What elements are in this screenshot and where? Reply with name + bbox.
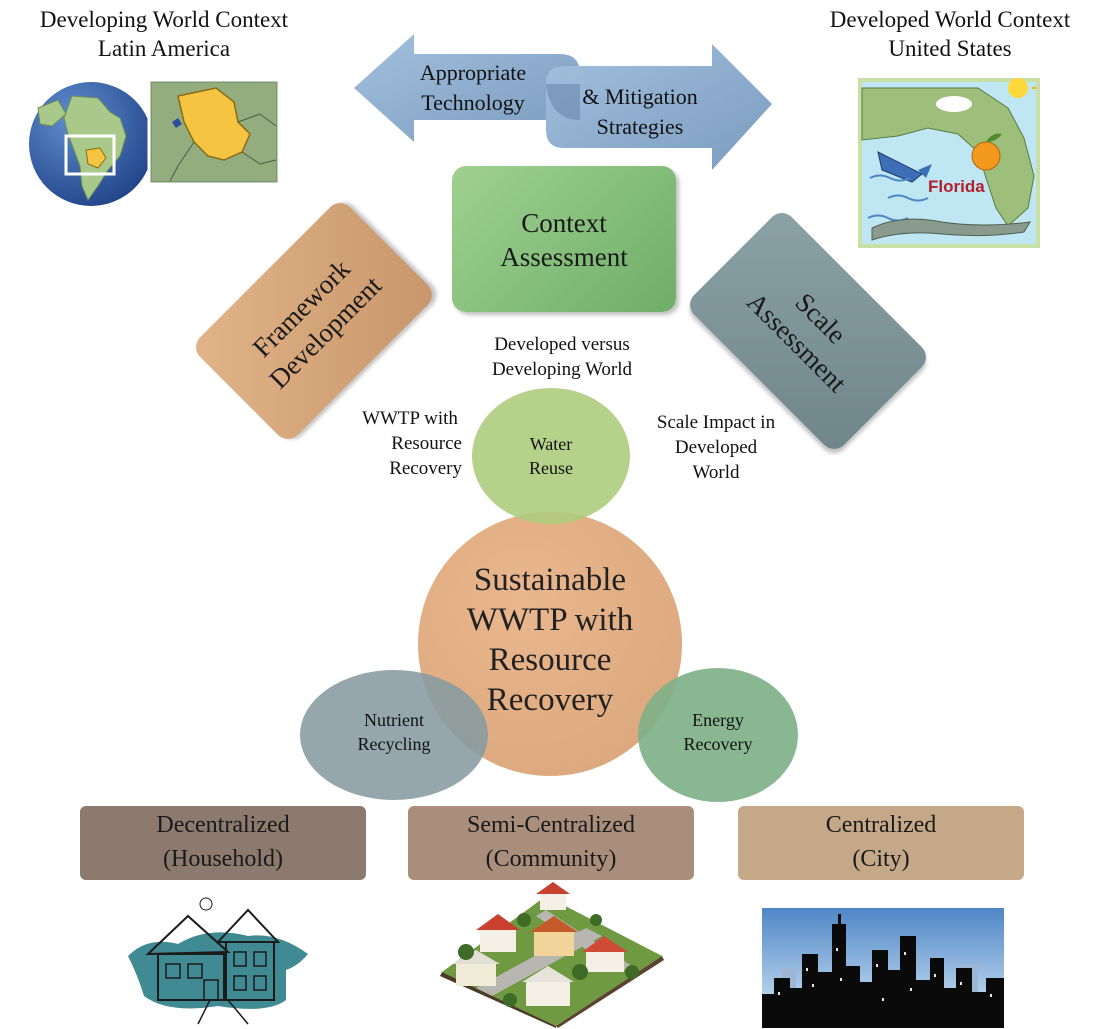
house-illustration: [128, 897, 308, 1025]
wwtp-resource-recovery-annotation: WWTP with Resource Recovery: [350, 406, 470, 481]
arrow-right-line2: Strategies: [596, 114, 684, 139]
decentralized-line1: Decentralized: [156, 812, 290, 838]
water-reuse-line2: Reuse: [529, 458, 573, 478]
florida-map-image: Florida: [858, 78, 1040, 248]
developing-context-title: Developing World Context Latin America: [6, 5, 322, 63]
semi-centralized-line2: (Community): [485, 846, 617, 872]
energy-line1: Energy: [692, 710, 744, 730]
sustainable-wwtp-label: Sustainable WWTP with Resource Recovery: [418, 560, 682, 720]
energy-recovery-label: Energy Recovery: [638, 708, 798, 756]
developed-context-line2: United States: [888, 36, 1012, 61]
community-illustration: [440, 882, 664, 1028]
energy-line2: Recovery: [683, 734, 753, 754]
developed-context-title: Developed World Context United States: [800, 5, 1100, 63]
florida-map-label: Florida: [928, 177, 985, 196]
arrow-right-text: & Mitigation Strategies: [558, 82, 722, 142]
context-assessment-box: Context Assessment: [452, 166, 676, 312]
developing-context-line1: Developing World Context: [39, 7, 289, 32]
developed-versus-line2: Developing World: [491, 359, 633, 380]
sustainable-line2: WWTP with: [466, 602, 634, 638]
developed-context-line1: Developed World Context: [829, 7, 1071, 32]
decentralized-line2: (Household): [163, 846, 283, 872]
latin-america-globe-image: [29, 78, 280, 206]
sustainable-line3: Resource: [488, 642, 612, 678]
wwtp-annotation-line2: Resource: [391, 433, 462, 454]
arrow-left-line2: Technology: [421, 90, 525, 115]
nutrient-line1: Nutrient: [364, 710, 424, 730]
context-assessment-line1: Context: [521, 208, 607, 238]
scale-impact-line3: World: [692, 462, 740, 483]
wwtp-annotation-line1: WWTP with: [362, 408, 458, 429]
framework-development-label: Framework Development: [190, 197, 412, 419]
centralized-line2: (City): [852, 846, 910, 872]
double-arrow: [354, 34, 772, 170]
arrow-left-text: Appropriate Technology: [398, 58, 548, 118]
centralized-line1: Centralized: [825, 812, 937, 838]
sustainable-line1: Sustainable: [473, 562, 627, 598]
wwtp-annotation-line3: Recovery: [389, 458, 462, 479]
nutrient-line2: Recycling: [357, 734, 431, 754]
water-reuse-circle: [472, 388, 630, 524]
context-assessment-line2: Assessment: [500, 242, 628, 272]
sustainable-line4: Recovery: [486, 682, 614, 718]
nutrient-recycling-circle: [300, 670, 488, 800]
city-skyline-illustration: [762, 908, 1004, 1028]
water-reuse-label: Water Reuse: [472, 432, 630, 480]
semi-centralized-line1: Semi-Centralized: [467, 812, 635, 838]
semi-centralized-box: Semi-Centralized (Community): [408, 806, 694, 880]
decentralized-box: Decentralized (Household): [80, 806, 366, 880]
context-assessment-label: Context Assessment: [452, 166, 676, 274]
developed-versus-annotation: Developed versus Developing World: [462, 332, 662, 382]
centralized-box: Centralized (City): [738, 806, 1024, 880]
energy-recovery-circle: [638, 668, 798, 802]
arrow-right-line1: & Mitigation: [582, 84, 698, 109]
water-reuse-line1: Water: [529, 434, 573, 454]
scale-impact-annotation: Scale Impact in Developed World: [636, 410, 796, 485]
scale-impact-line1: Scale Impact in: [656, 412, 776, 433]
developing-context-line2: Latin America: [97, 36, 231, 61]
scale-impact-line2: Developed: [674, 437, 758, 458]
developed-versus-line1: Developed versus: [494, 334, 630, 355]
nutrient-recycling-label: Nutrient Recycling: [300, 708, 488, 756]
arrow-left-line1: Appropriate: [419, 60, 527, 85]
